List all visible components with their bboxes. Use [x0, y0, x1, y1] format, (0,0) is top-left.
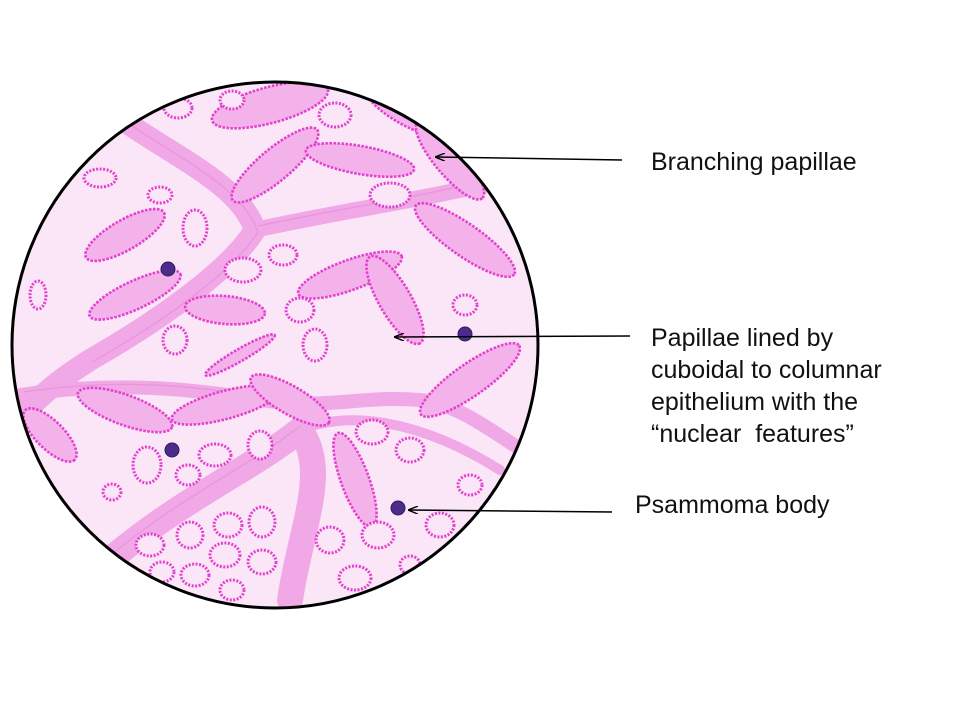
- arrow-papillae-lined: [395, 336, 631, 337]
- label-psammoma-body: Psammoma body: [635, 491, 830, 519]
- label-papillae-line-2: cuboidal to columnar: [651, 356, 882, 384]
- label-papillae-line-3: epithelium with the: [651, 388, 859, 416]
- label-branching-papillae: Branching papillae: [651, 148, 857, 176]
- microscope-field-border: [10, 80, 540, 610]
- arrow-psammoma-body: [409, 510, 613, 512]
- psammoma-bodies: [160, 261, 473, 516]
- label-papillae-line-4: “nuclear features”: [651, 420, 854, 448]
- pointer-arrows: [395, 157, 631, 512]
- arrow-branching-papillae: [436, 157, 623, 160]
- label-papillae-lined: Papillae lined by cuboidal to columnar e…: [651, 322, 882, 450]
- microscope-field: [12, 82, 538, 608]
- label-papillae-line-1: Papillae lined by: [651, 324, 834, 352]
